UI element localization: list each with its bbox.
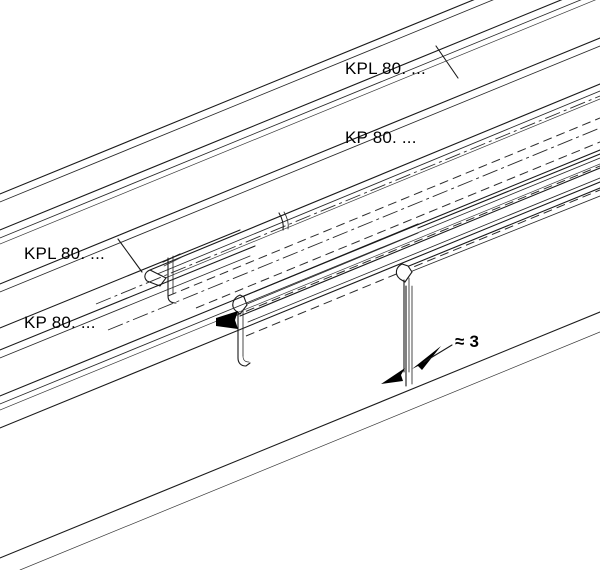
right-back-duct-edge-a (403, 187, 600, 269)
label-top-duct: KPL 80. ... KP 80. ... (345, 11, 426, 195)
front-duct-face-top-inner (0, 157, 600, 405)
front-cover-return-lip (237, 357, 251, 367)
insertion-arrow-icon (216, 311, 238, 329)
upper-duct-top-edge (0, 0, 475, 195)
upper-duct-face-lower-inner (0, 45, 600, 293)
lower-left-band-a (0, 245, 256, 351)
gap-dimension-group (381, 285, 453, 387)
upper-duct-rib-c (0, 0, 597, 245)
right-back-duct-edge-c (417, 153, 600, 229)
right-back-duct (403, 153, 600, 273)
dimension-arrow-right (412, 346, 441, 370)
right-cover-end (395, 263, 413, 373)
front-duct-face-bottom (0, 181, 600, 429)
left-bracket-head-2 (163, 256, 183, 267)
front-cover-top-edge-inner (246, 232, 419, 305)
front-cover-nose (232, 294, 248, 315)
upper-duct-top-edge-inner (0, 0, 494, 203)
left-bracket-foot (167, 295, 177, 304)
upper-cover-bead (157, 98, 600, 282)
upper-duct-rib-b (0, 0, 582, 239)
upper-duct-profile (0, 0, 600, 293)
front-duct-upper-edge (239, 167, 600, 317)
upper-cover-top-edge (149, 83, 600, 271)
label-left-line1: KPL 80. ... (24, 244, 105, 263)
lower-left-band-c (0, 229, 241, 329)
leader-line-left (117, 238, 143, 273)
upper-cover-joint-step-2 (283, 211, 289, 230)
right-cover-nose (395, 263, 413, 283)
lower-left-band-b (0, 255, 251, 359)
label-left-duct: KPL 80. ... KP 80. ... (24, 196, 105, 380)
upper-duct-rib-a (0, 0, 563, 231)
leader-lines-group (117, 45, 459, 273)
gap-dimension-label: ≈ 3 (455, 332, 480, 351)
front-duct-profile (0, 149, 600, 570)
centre-line-b (107, 127, 600, 331)
hidden-edge-b (195, 141, 600, 309)
hidden-edge-c (219, 165, 600, 323)
front-duct-bottom-edge-inner (19, 331, 600, 570)
hidden-edge-a (167, 117, 600, 297)
front-cover-return-lip-inner (242, 355, 250, 363)
centre-line-a (95, 95, 600, 305)
front-duct-face-bead (0, 163, 600, 411)
insertion-arrow-head (216, 311, 238, 329)
label-top-line2: KP 80. ... (345, 128, 417, 147)
front-duct-upper-edge-inner (247, 177, 600, 323)
dimension-leader-tail (423, 344, 453, 363)
leader-line-top (435, 45, 459, 79)
front-duct-bottom-edge (0, 311, 600, 559)
upper-cover-joint-step (278, 212, 284, 231)
label-top-line1: KPL 80. ... (345, 59, 426, 78)
dimension-arrow-left (381, 368, 405, 384)
upper-cover-top-edge-inner (149, 90, 600, 278)
front-duct-face-top (0, 149, 600, 397)
label-left-line2: KP 80. ... (24, 313, 96, 332)
hidden-edges-group (95, 95, 600, 337)
lower-left-duct-bands (0, 229, 256, 359)
upper-duct-face-lower (0, 37, 600, 285)
right-back-duct-edge-b (409, 195, 600, 273)
hidden-edge-d (245, 189, 600, 337)
